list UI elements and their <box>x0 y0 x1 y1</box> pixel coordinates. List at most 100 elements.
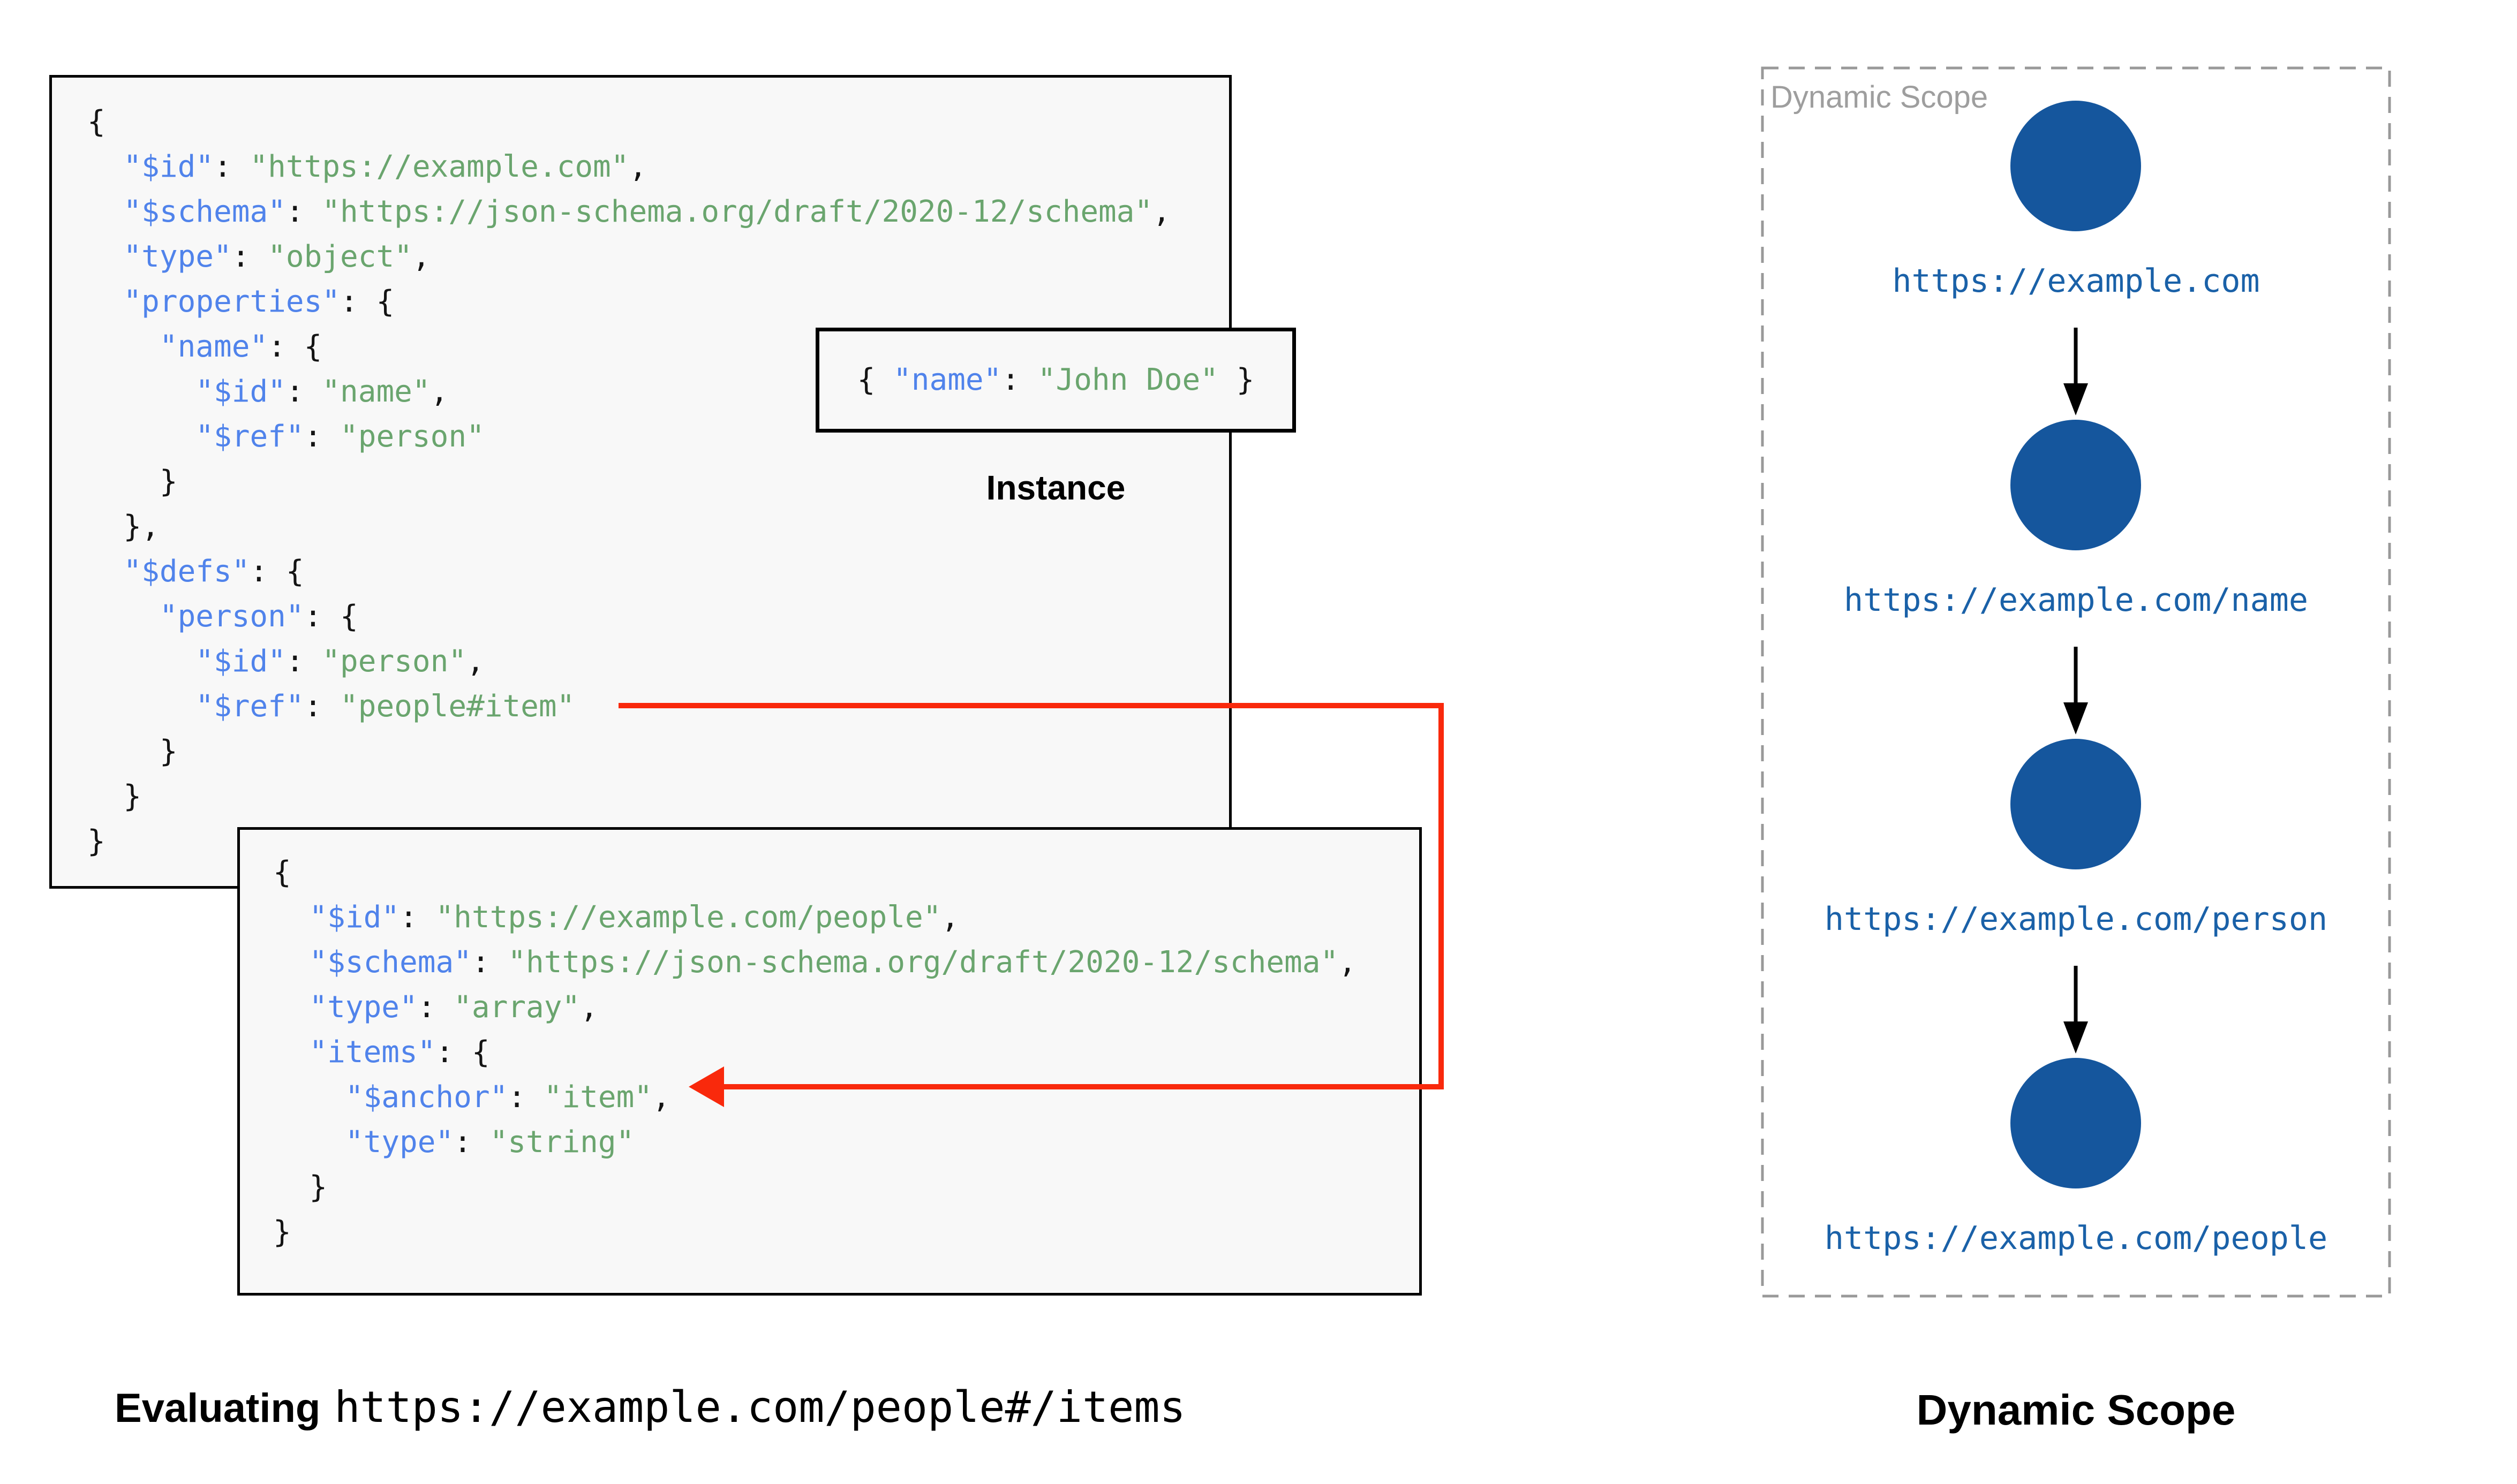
json-string: "item" <box>544 1080 653 1115</box>
down-arrow-icon <box>2063 328 2088 415</box>
json-punctuation <box>87 554 123 589</box>
code-line: "$ref": "person" <box>87 414 1229 459</box>
json-string: "https://example.com/people" <box>435 900 941 935</box>
json-punctuation <box>87 284 123 319</box>
json-punctuation: : <box>304 419 341 454</box>
json-string: "https://example.com" <box>250 149 629 184</box>
json-key: "person" <box>159 599 304 634</box>
json-key: "type" <box>345 1125 454 1160</box>
json-string: "object" <box>268 239 412 274</box>
code-line: "$id": "https://example.com", <box>87 145 1229 190</box>
json-punctuation: : { <box>435 1035 490 1070</box>
code-line: "$schema": "https://json-schema.org/draf… <box>87 190 1229 234</box>
code-line: "type": "array", <box>273 985 1419 1030</box>
code-line: "$anchor": "item", <box>273 1075 1419 1120</box>
json-punctuation <box>273 1125 345 1160</box>
json-punctuation: , <box>1152 194 1171 229</box>
json-punctuation: }, <box>87 509 160 544</box>
code-line: "type": "object", <box>87 234 1229 279</box>
json-key: "$id" <box>123 149 214 184</box>
json-key: "$ref" <box>195 419 304 454</box>
json-punctuation: : <box>417 990 454 1025</box>
code-line: } <box>87 819 1229 864</box>
code-line: } <box>273 1165 1419 1210</box>
json-punctuation: } <box>87 779 142 814</box>
code-line: "$defs": { <box>87 549 1229 594</box>
json-key: "$schema" <box>309 945 472 980</box>
code-line: "person": { <box>87 594 1229 639</box>
json-punctuation: : <box>304 689 341 724</box>
json-string: "John Doe" <box>1037 362 1218 397</box>
evaluating-uri: https://example.com/people#/items <box>334 1382 1186 1432</box>
json-punctuation <box>273 990 309 1025</box>
json-key: "$schema" <box>123 194 286 229</box>
down-arrow-icon <box>2063 647 2088 735</box>
scope-node-circle <box>2010 739 2141 869</box>
json-punctuation: { <box>87 104 105 139</box>
instance-caption: Instance <box>986 468 1126 507</box>
json-punctuation: , <box>412 239 431 274</box>
json-string: "name" <box>322 374 431 409</box>
code-line: } <box>273 1210 1419 1255</box>
json-punctuation: : { <box>268 329 322 364</box>
code-line: "items": { <box>273 1030 1419 1075</box>
code-line: { <box>87 100 1229 145</box>
dashed-frame-rect <box>1761 66 2391 1298</box>
scope-node-url: https://example.com <box>1892 262 2260 300</box>
code-line: } <box>87 774 1229 819</box>
json-punctuation <box>87 419 195 454</box>
json-punctuation <box>87 149 123 184</box>
json-punctuation: } <box>273 1215 291 1250</box>
json-punctuation: : <box>214 149 250 184</box>
json-string: "people#item" <box>340 689 575 724</box>
json-key: "items" <box>309 1035 436 1070</box>
json-punctuation: , <box>430 374 449 409</box>
json-punctuation <box>273 1080 345 1115</box>
json-punctuation: : <box>231 239 268 274</box>
json-punctuation: : <box>508 1080 544 1115</box>
scope-node-circle <box>2010 420 2141 550</box>
json-string: "person" <box>322 644 467 679</box>
json-punctuation: } <box>273 1170 328 1205</box>
json-key: "properties" <box>123 284 341 319</box>
json-string: "person" <box>340 419 485 454</box>
json-punctuation <box>87 194 123 229</box>
scope-node-url: https://example.com/people <box>1824 1220 2328 1257</box>
json-punctuation: } <box>87 734 178 769</box>
code-line: "$id": "https://example.com/people", <box>273 895 1419 940</box>
json-punctuation: : <box>285 194 322 229</box>
json-punctuation: { <box>273 855 291 890</box>
json-punctuation <box>273 1035 309 1070</box>
json-punctuation: } <box>87 464 178 499</box>
json-punctuation: , <box>652 1080 670 1115</box>
json-key: "type" <box>309 990 418 1025</box>
json-string: "https://json-schema.org/draft/2020-12/s… <box>322 194 1153 229</box>
json-key: "$id" <box>195 644 286 679</box>
instance-box: { "name": "John Doe" } <box>816 328 1296 433</box>
dynamic-scope-caption: Dynamic Scope <box>1916 1386 2236 1434</box>
json-punctuation: , <box>580 990 598 1025</box>
json-punctuation: { <box>857 362 894 397</box>
scope-node-circle <box>2010 101 2141 231</box>
down-arrow-icon <box>2063 966 2088 1054</box>
code-line: } <box>87 729 1229 774</box>
json-punctuation: , <box>466 644 485 679</box>
json-string: "string" <box>489 1125 635 1160</box>
json-punctuation: : { <box>340 284 395 319</box>
json-string: "https://json-schema.org/draft/2020-12/s… <box>508 945 1339 980</box>
json-punctuation: , <box>629 149 647 184</box>
scope-node-url: https://example.com/person <box>1824 900 2328 938</box>
json-punctuation <box>273 900 309 935</box>
json-punctuation: : <box>285 374 322 409</box>
code-line: }, <box>87 504 1229 549</box>
panel-label: Dynamic Scope <box>1770 80 1988 115</box>
code-line: "$ref": "people#item" <box>87 684 1229 729</box>
json-punctuation: : <box>454 1125 490 1160</box>
json-punctuation <box>87 644 195 679</box>
json-key: "$anchor" <box>345 1080 508 1115</box>
json-punctuation: : <box>1001 362 1038 397</box>
json-punctuation <box>87 329 160 364</box>
json-punctuation: : <box>285 644 322 679</box>
schema1-code: { "$id": "https://example.com", "$schema… <box>52 78 1229 864</box>
